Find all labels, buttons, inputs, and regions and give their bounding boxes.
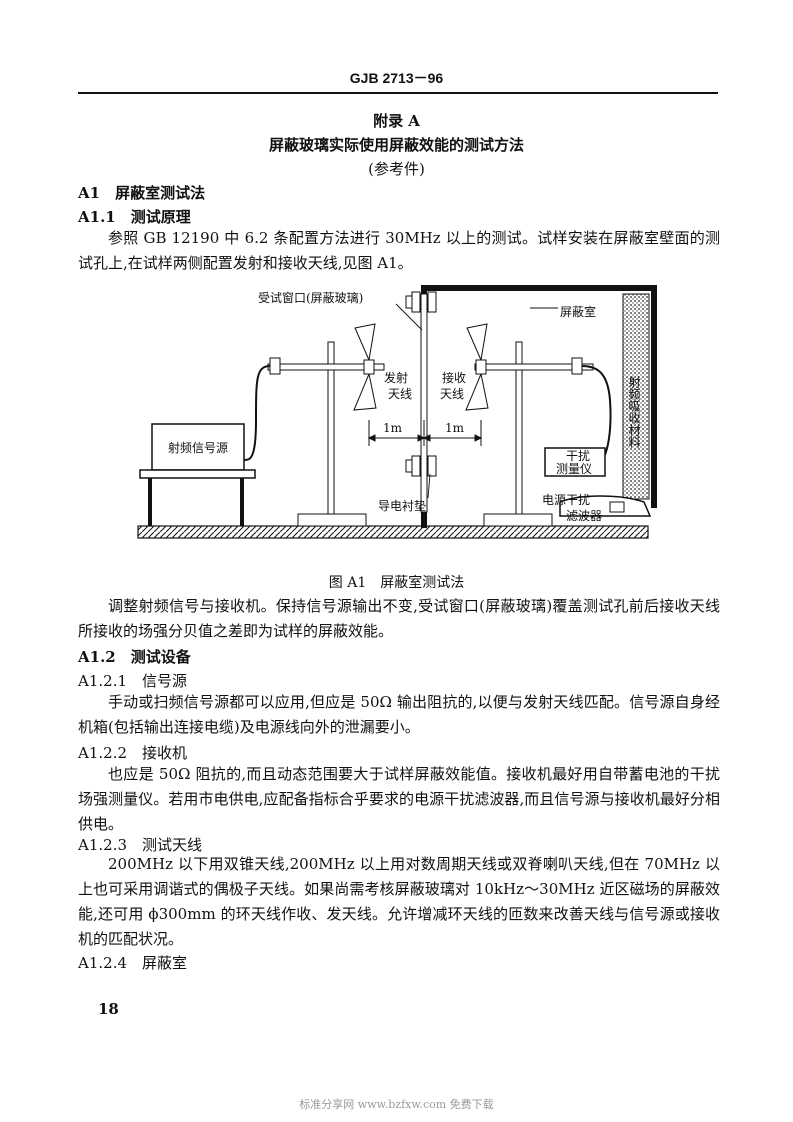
rx-biconical-antenna — [465, 323, 489, 411]
label-rx-line1: 接收 — [442, 370, 466, 385]
section-a1-2-1-heading: A1.2.1 信号源 — [78, 672, 187, 690]
tx-stand-pole — [327, 341, 335, 515]
section-a1-1-heading: A1.1 测试原理 — [78, 208, 191, 226]
rx-cable — [581, 365, 612, 461]
signal-source-box — [151, 423, 245, 471]
test-window-glass — [420, 293, 428, 513]
section-a1-2-heading: A1.2 测试设备 — [78, 648, 191, 666]
after-figure-paragraph: 调整射频信号与接收机。保持信号源输出不变,受试窗口(屏蔽玻璃)覆盖测试孔前后接收… — [78, 597, 720, 640]
section-a1-2-2-paragraph: 也应是 50Ω 阻抗的,而且动态范围要大于试样屏蔽效能值。接收机最好用自带蓄电池… — [78, 765, 720, 833]
section-a1-2-4-heading: A1.2.4 屏蔽室 — [78, 954, 187, 972]
table-top — [139, 469, 256, 479]
label-distance-right: 1m — [445, 421, 465, 435]
section-a1-2-2-heading: A1.2.2 接收机 — [78, 744, 187, 762]
label-signal-source: 射频信号源 — [168, 440, 228, 455]
distance-markers — [367, 420, 483, 446]
appendix-subtitle: 屏蔽玻璃实际使用屏蔽效能的测试方法 — [268, 136, 524, 154]
label-tx-line1: 发射 — [384, 370, 408, 385]
window-clamps — [405, 291, 437, 477]
label-filter-line1: 电源干扰 — [542, 493, 590, 507]
appendix-title: 附录 A — [373, 112, 420, 130]
page-number: 18 — [98, 1000, 119, 1018]
rx-stand-pole — [515, 341, 523, 515]
label-tx-line2: 天线 — [388, 387, 412, 401]
label-distance-left: 1m — [383, 421, 403, 435]
shielded-room-wall — [421, 285, 657, 528]
section-a1-heading: A1 屏蔽室测试法 — [78, 184, 206, 202]
label-absorber: 射频吸收材料 — [627, 375, 641, 448]
footer-watermark: 标准分享网 www.bzfxw.com 免费下载 — [299, 1098, 494, 1111]
header-rule — [78, 92, 718, 94]
appendix-note: (参考件) — [368, 160, 425, 178]
section-a1-1-paragraph: 参照 GB 12190 中 6.2 条配置方法进行 30MHz 以上的测试。试样… — [78, 229, 720, 272]
label-test-window: 受试窗口(屏蔽玻璃) — [258, 290, 363, 305]
section-a1-2-3-paragraph: 200MHz 以下用双锥天线,200MHz 以上用对数周期天线或双脊喇叭天线,但… — [78, 855, 720, 948]
rx-stand-base — [483, 513, 553, 527]
label-conductive-gasket: 导电衬垫 — [378, 498, 426, 513]
document-code: GJB 2713－96 — [349, 70, 444, 86]
interference-meter — [544, 447, 606, 477]
figure-a1-diagram: 受试窗口(屏蔽玻璃) 屏蔽室 发射 天线 接收 天线 1m 1m 射频信号源 干… — [137, 285, 657, 539]
label-filter-line2: 滤波器 — [566, 509, 602, 523]
power-filter — [559, 495, 652, 517]
figure-caption: 图 A1 屏蔽室测试法 — [328, 575, 465, 591]
label-rx-line2: 天线 — [440, 387, 464, 401]
absorber-material — [622, 293, 650, 500]
label-shielded-room: 屏蔽室 — [560, 304, 596, 319]
section-a1-2-1-paragraph: 手动或扫频信号源都可以应用,但应是 50Ω 输出阻抗的,以便与发射天线匹配。信号… — [78, 693, 720, 736]
floor — [137, 525, 649, 539]
section-a1-2-3-heading: A1.2.3 测试天线 — [78, 836, 202, 854]
tx-stand-base — [297, 513, 367, 527]
label-meter-line1: 干扰 — [566, 449, 590, 463]
tx-biconical-antenna — [353, 323, 377, 411]
tx-cable — [243, 365, 271, 461]
label-meter-line2: 测量仪 — [556, 462, 592, 476]
